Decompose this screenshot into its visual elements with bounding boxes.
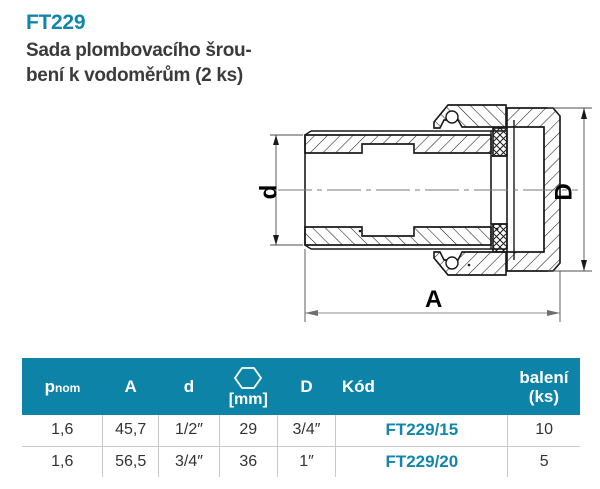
page-title: Sada plombovacího šrou- bení k vodoměrům… xyxy=(26,38,356,88)
dimension-label-d: d xyxy=(255,184,283,200)
column-header-kod: Kód xyxy=(335,358,508,415)
specification-table: pnom A d [mm] D Kód xyxy=(22,358,580,477)
column-header-d-cap: D xyxy=(277,358,336,415)
table-row: 1,6 56,5 3/4″ 36 1″ FT229/20 5 xyxy=(22,446,580,477)
baleni-line1: balení xyxy=(519,367,569,387)
cell-d: 1/2″ xyxy=(158,415,220,447)
cell-hex: 29 xyxy=(219,415,278,447)
cell-a: 45,7 xyxy=(102,415,159,447)
cell-pnom: 1,6 xyxy=(22,415,104,447)
column-header-hex: [mm] xyxy=(219,358,278,415)
column-header-a: A xyxy=(102,358,159,415)
seal-hole-upper xyxy=(445,110,459,124)
table-header-row: pnom A d [mm] D Kód xyxy=(22,358,580,415)
cell-d-cap: 1″ xyxy=(277,446,337,477)
cell-kod[interactable]: FT229/15 xyxy=(335,415,509,447)
cell-hex: 36 xyxy=(219,446,278,477)
cell-baleni: 5 xyxy=(507,446,580,477)
product-title-line2: bení k vodoměrům (2 ks) xyxy=(26,65,243,86)
dimension-label-A: A xyxy=(425,286,443,313)
gasket-upper xyxy=(492,127,508,157)
column-header-d: d xyxy=(158,358,220,415)
cell-pnom: 1,6 xyxy=(22,446,104,477)
cell-d-cap: 3/4″ xyxy=(277,415,337,447)
technical-drawing xyxy=(248,100,596,335)
gasket-lower xyxy=(492,223,508,253)
column-header-pnom: pnom xyxy=(22,358,103,415)
product-code: FT229 xyxy=(26,11,86,34)
seal-hole-lower xyxy=(445,256,459,270)
cell-kod[interactable]: FT229/20 xyxy=(335,446,509,477)
product-title-line1: Sada plombovacího šrou- xyxy=(26,40,252,61)
cell-baleni: 10 xyxy=(507,415,580,447)
cell-d: 3/4″ xyxy=(158,446,220,477)
cell-a: 56,5 xyxy=(102,446,159,477)
hexagon-icon xyxy=(233,366,263,392)
column-header-baleni: balení (ks) xyxy=(507,358,580,415)
table-row: 1,6 45,7 1/2″ 29 3/4″ FT229/15 10 xyxy=(22,415,580,447)
hex-unit-label: [mm] xyxy=(228,390,268,408)
baleni-line2: (ks) xyxy=(528,386,560,406)
dimension-label-D: D xyxy=(550,183,578,201)
pnom-sub: nom xyxy=(55,380,81,395)
pnom-main: p xyxy=(44,376,55,396)
